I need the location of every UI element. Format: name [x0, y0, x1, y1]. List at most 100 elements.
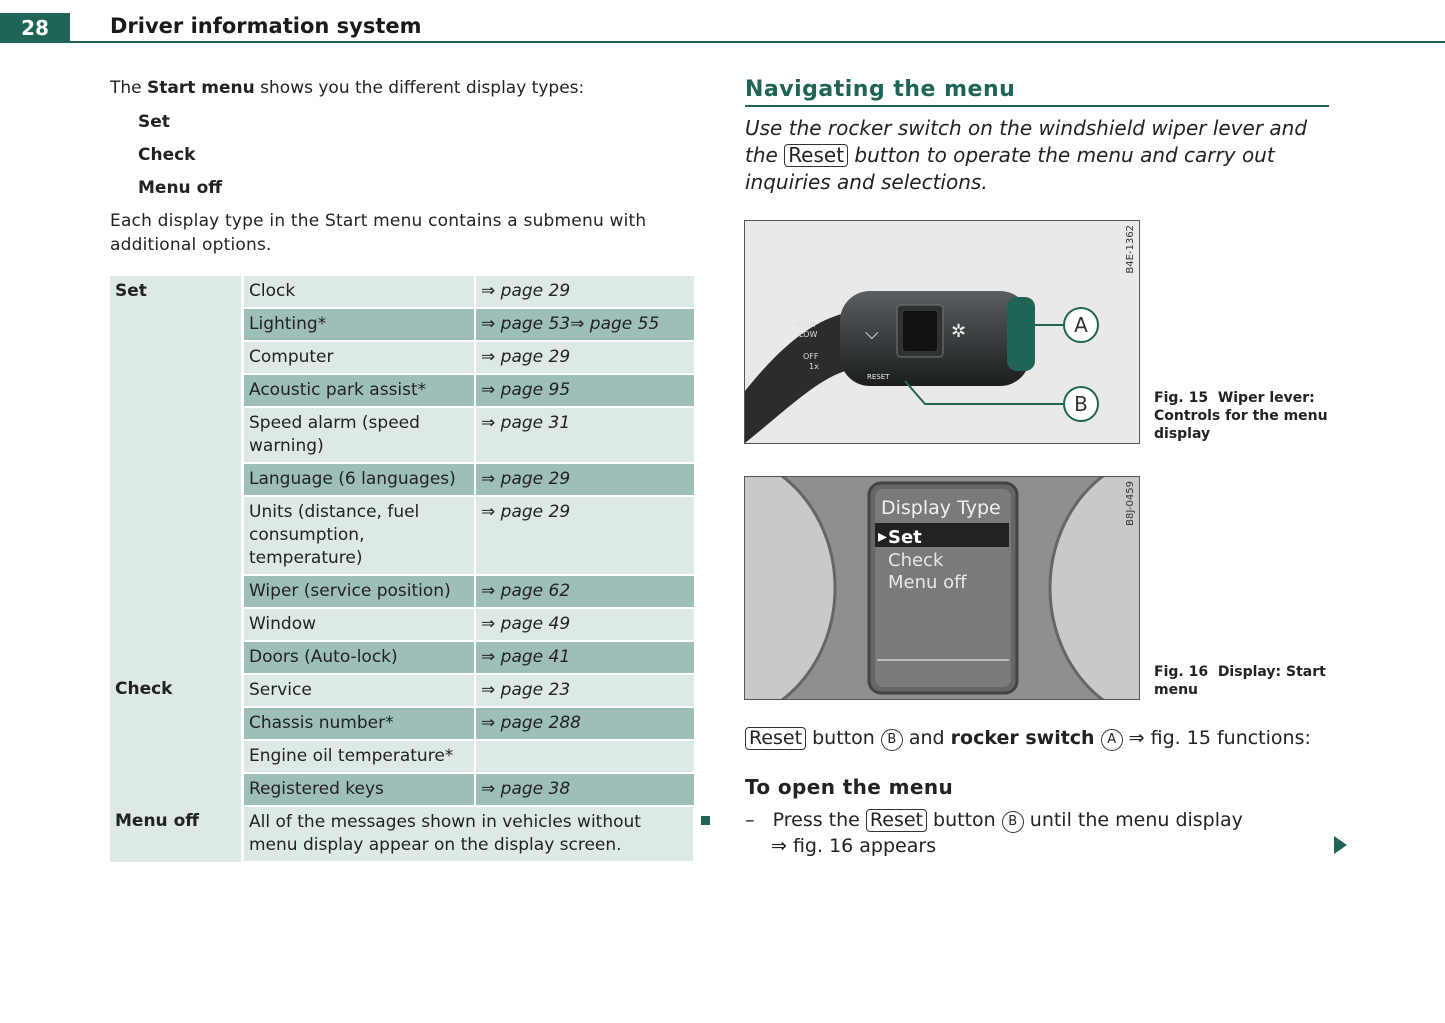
- arrow: ⇒: [481, 281, 496, 301]
- group-check: Check: [110, 674, 244, 806]
- right-gauge: [1048, 477, 1139, 699]
- item-cell: Doors (Auto-lock): [242, 641, 476, 675]
- table-row: Chassis number* ⇒ page 288: [110, 707, 694, 741]
- wiper-front-icon: ⌵: [865, 323, 879, 344]
- display-item-check: Check: [888, 550, 944, 571]
- ref-text: page 49: [500, 614, 571, 634]
- wiper-lever-illustration: HIGH LOW OFF 1x RESET ⌵ ✲ A B: [745, 221, 1139, 443]
- caption-num: Fig. 16: [1154, 664, 1209, 680]
- ref-text: page 29: [500, 502, 571, 522]
- display-item-set: Set: [888, 527, 922, 548]
- header-rule: [70, 41, 1445, 43]
- table-row: Language (6 languages) ⇒ page 29: [110, 463, 694, 497]
- section-end-marker: [701, 816, 710, 825]
- callout-a-ref: A: [1100, 729, 1123, 751]
- reset-label: RESET: [867, 373, 890, 381]
- ref-cell: ⇒ page 38: [475, 773, 694, 807]
- table-row: Menu off All of the messages shown in ve…: [110, 806, 695, 863]
- item-cell: Wiper (service position): [242, 575, 476, 609]
- reset-key: Reset: [865, 809, 927, 832]
- ref-text: page 95: [500, 380, 571, 400]
- group-menu-off: Menu off: [110, 806, 244, 862]
- caption-text: Display: Start menu: [1154, 664, 1326, 698]
- table-row: Set Clock ⇒ page 29: [110, 276, 694, 674]
- menu-off-cell: All of the messages shown in vehicles wi…: [242, 806, 695, 863]
- callout-b-circle: [1063, 386, 1099, 422]
- table-row: Acoustic park assist* ⇒ page 95: [110, 374, 694, 408]
- group-set: Set: [110, 276, 244, 674]
- intro-post: shows you the different display types:: [254, 78, 585, 98]
- arrow: ⇒: [481, 614, 496, 634]
- caption-num: Fig. 15: [1154, 390, 1209, 406]
- item-cell: Units (distance, fuel consumption, tempe…: [242, 496, 476, 576]
- table-row: Lighting* ⇒ page 53⇒ page 55: [110, 308, 694, 342]
- step-dash: –: [745, 809, 755, 831]
- ref-cell: ⇒ page 29: [475, 496, 694, 576]
- ref-text: page 288: [500, 713, 581, 733]
- arrow: ⇒: [481, 779, 496, 799]
- ref-text: page 38: [500, 779, 571, 799]
- funcs-button-text: button: [806, 727, 881, 749]
- ref-cell-empty: [475, 740, 694, 774]
- chapter-title: Driver information system: [110, 14, 422, 38]
- item-cell: Computer: [242, 341, 476, 375]
- display-title: Display Type: [881, 497, 1001, 519]
- display-type-check: Check: [138, 145, 196, 165]
- table-row: Doors (Auto-lock) ⇒ page 41: [110, 641, 694, 675]
- callout-b-ref: B: [1001, 811, 1024, 833]
- figure-wiper-lever: HIGH LOW OFF 1x RESET ⌵ ✲ A B B4E-1362: [744, 220, 1140, 444]
- item-cell: Engine oil temperature*: [242, 740, 476, 774]
- subheading-open-menu: To open the menu: [745, 775, 954, 799]
- ref-text: page 31: [500, 413, 571, 433]
- table-row: Window ⇒ page 49: [110, 608, 694, 642]
- ref-cell: ⇒ page 29: [475, 276, 694, 309]
- arrow: ⇒: [481, 347, 496, 367]
- lever-label-low: LOW: [799, 330, 817, 339]
- lever-label-high: HIGH: [795, 320, 816, 329]
- callout-a-circle: [1063, 307, 1099, 343]
- caption-fig15: Fig. 15 Wiper lever: Controls for the me…: [1154, 389, 1334, 443]
- table-row: Wiper (service position) ⇒ page 62: [110, 575, 694, 609]
- arrow: ⇒: [481, 647, 496, 667]
- section-intro: Use the rocker switch on the windshield …: [745, 115, 1335, 196]
- ref-text: page 53⇒ page 55: [500, 314, 660, 334]
- ref-cell: ⇒ page 29: [475, 463, 694, 497]
- continue-arrow-icon: [1334, 836, 1347, 854]
- display-type-list: Set Check Menu off: [138, 112, 222, 211]
- intro-part-2: button to operate the menu and carry out…: [745, 143, 1275, 194]
- ref-text: page 62: [500, 581, 571, 601]
- table-row: Engine oil temperature*: [110, 740, 694, 774]
- arrow: ⇒: [481, 713, 496, 733]
- ref-text: page 41: [500, 647, 571, 667]
- ref-cell: ⇒ page 62: [475, 575, 694, 609]
- caption-text: Wiper lever: Controls for the menu displ…: [1154, 390, 1328, 442]
- display-type-menu-off: Menu off: [138, 178, 223, 198]
- item-cell: Speed alarm (speed warning): [242, 407, 476, 464]
- ref-cell: ⇒ page 23: [475, 674, 694, 708]
- step-part-1: Press the: [766, 809, 866, 831]
- ref-cell: ⇒ page 31: [475, 407, 694, 464]
- lever-label-1x: 1x: [809, 362, 819, 371]
- wiper-washer-icon: ✲: [951, 321, 966, 342]
- item-cell: Registered keys: [242, 773, 476, 807]
- step-part-4: ⇒ fig. 16 appears: [771, 835, 937, 857]
- item-cell: Acoustic park assist*: [242, 374, 476, 408]
- display-item-menu-off: Menu off: [888, 572, 967, 593]
- functions-line: Reset button B and rocker switch A ⇒ fig…: [745, 727, 1311, 751]
- caption-fig16: Fig. 16 Display: Start menu: [1154, 663, 1334, 699]
- intro-bold: Start menu: [147, 78, 255, 98]
- arrow: ⇒: [481, 469, 496, 489]
- display-selected-row: [875, 523, 1009, 547]
- reset-key: Reset: [745, 727, 807, 750]
- left-gauge: [745, 477, 837, 699]
- step-part-2: button: [926, 809, 1002, 831]
- callout-b-ref: B: [880, 729, 903, 751]
- figure-code: B4E-1362: [1125, 225, 1136, 274]
- table-row: Units (distance, fuel consumption, tempe…: [110, 496, 694, 576]
- lever-label-off: OFF: [803, 352, 819, 361]
- funcs-and: and: [902, 727, 951, 749]
- table-row: Registered keys ⇒ page 38: [110, 773, 694, 807]
- ref-cell: ⇒ page 95: [475, 374, 694, 408]
- submenu-paragraph: Each display type in the Start menu cont…: [110, 211, 647, 255]
- arrow: ⇒: [481, 314, 496, 334]
